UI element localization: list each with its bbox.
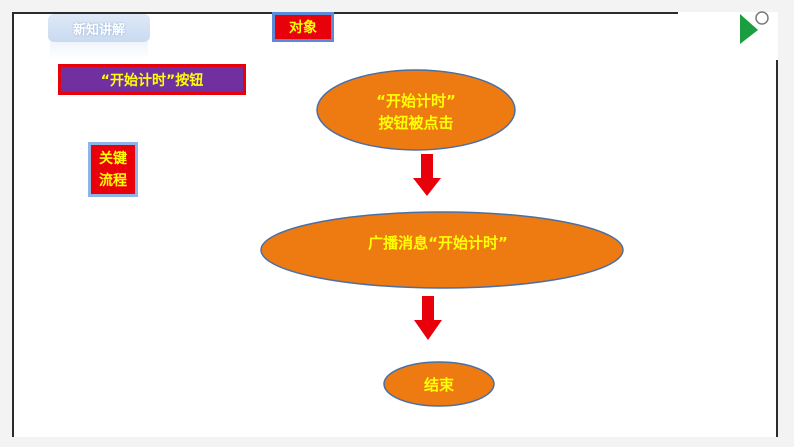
flow-node-button-clicked-line2: 按钮被点击 (378, 114, 453, 132)
flow-node-broadcast-label: 广播消息“开始计时” (368, 234, 508, 252)
flow-node-end-label: 结束 (424, 376, 455, 394)
flow-node-button-clicked: “开始计时” 按钮被点击 (316, 69, 516, 151)
object-tag: 对象 (272, 12, 334, 42)
play-triangle-icon[interactable] (734, 8, 774, 48)
new-lesson-tag: 新知讲解 (48, 14, 150, 42)
key-flow-tag: 关键 流程 (88, 142, 138, 197)
flow-arrow-2 (414, 296, 442, 340)
flow-node-broadcast: 广播消息“开始计时” (260, 211, 624, 289)
flow-node-end: 结束 (383, 361, 495, 407)
start-timer-button-tag: “开始计时”按钮 (58, 64, 246, 95)
flow-arrow-1 (413, 154, 441, 196)
new-lesson-tag-reflection (50, 40, 148, 60)
flow-node-button-clicked-line1: “开始计时” (376, 92, 456, 110)
